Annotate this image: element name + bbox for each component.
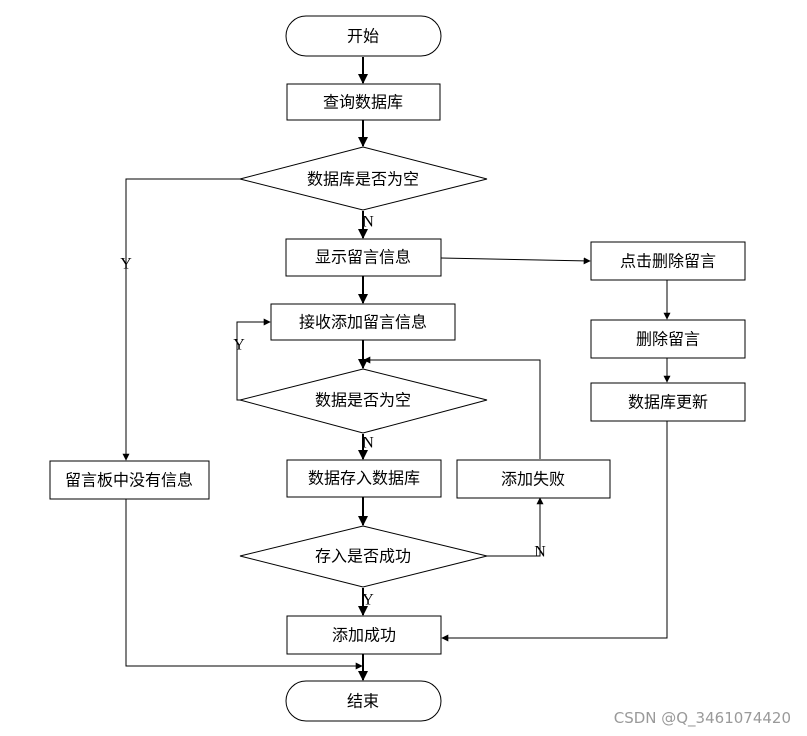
decision-store-ok: 存入是否成功 (239, 525, 488, 588)
node-end: 结束 (285, 680, 442, 722)
node-query-db-label: 查询数据库 (323, 93, 403, 112)
node-start: 开始 (285, 15, 442, 57)
decision-db-empty-label: 数据库是否为空 (307, 170, 419, 189)
node-show-msgs-label: 显示留言信息 (315, 248, 411, 267)
node-db-update: 数据库更新 (590, 382, 746, 422)
node-receive-msg: 接收添加留言信息 (270, 303, 456, 341)
node-delete-msg-label: 删除留言 (636, 330, 700, 349)
edge-dataempty-yes-loop (236, 318, 271, 401)
node-start-label: 开始 (347, 27, 379, 46)
decision-data-empty-label: 数据是否为空 (315, 391, 411, 410)
edge-addfail-to-loop (363, 356, 541, 459)
node-no-msgs-label: 留言板中没有信息 (65, 471, 193, 490)
node-show-msgs: 显示留言信息 (285, 238, 442, 277)
edge-label-data-empty-no: N (362, 435, 374, 452)
node-db-update-label: 数据库更新 (628, 393, 708, 412)
node-click-delete-label: 点击删除留言 (620, 252, 716, 271)
edge-label-store-ok-no: N (534, 544, 546, 561)
node-add-success: 添加成功 (286, 615, 442, 655)
node-end-label: 结束 (347, 692, 379, 711)
edges (122, 57, 671, 681)
edge-label-db-empty-yes: Y (120, 256, 132, 273)
edge-label-db-empty-no: N (362, 214, 374, 231)
node-delete-msg: 删除留言 (590, 319, 746, 359)
node-add-fail-label: 添加失败 (501, 470, 565, 489)
node-receive-msg-label: 接收添加留言信息 (299, 313, 427, 332)
decision-db-empty: 数据库是否为空 (239, 146, 488, 211)
edge-nomsgs-to-end (125, 499, 363, 670)
node-click-delete: 点击删除留言 (590, 241, 746, 281)
edge-label-data-empty-yes: Y (233, 337, 245, 354)
edge-show-to-clickdelete (440, 257, 591, 265)
decision-data-empty: 数据是否为空 (238, 368, 488, 434)
decision-store-ok-label: 存入是否成功 (315, 547, 411, 566)
node-no-msgs: 留言板中没有信息 (49, 460, 210, 500)
edge-label-store-ok-yes: Y (362, 592, 374, 609)
edge-update-to-success (441, 421, 668, 642)
node-query-db: 查询数据库 (286, 83, 441, 121)
edge-storeok-no-to-addfail (487, 497, 544, 557)
node-store-db-label: 数据存入数据库 (308, 469, 420, 488)
node-add-success-label: 添加成功 (332, 626, 396, 645)
edge-dbempty-yes-to-nomsgs (122, 178, 240, 461)
node-store-db: 数据存入数据库 (286, 459, 442, 498)
watermark-text: CSDN @Q_3461074420 (614, 709, 791, 728)
node-add-fail: 添加失败 (456, 459, 611, 499)
